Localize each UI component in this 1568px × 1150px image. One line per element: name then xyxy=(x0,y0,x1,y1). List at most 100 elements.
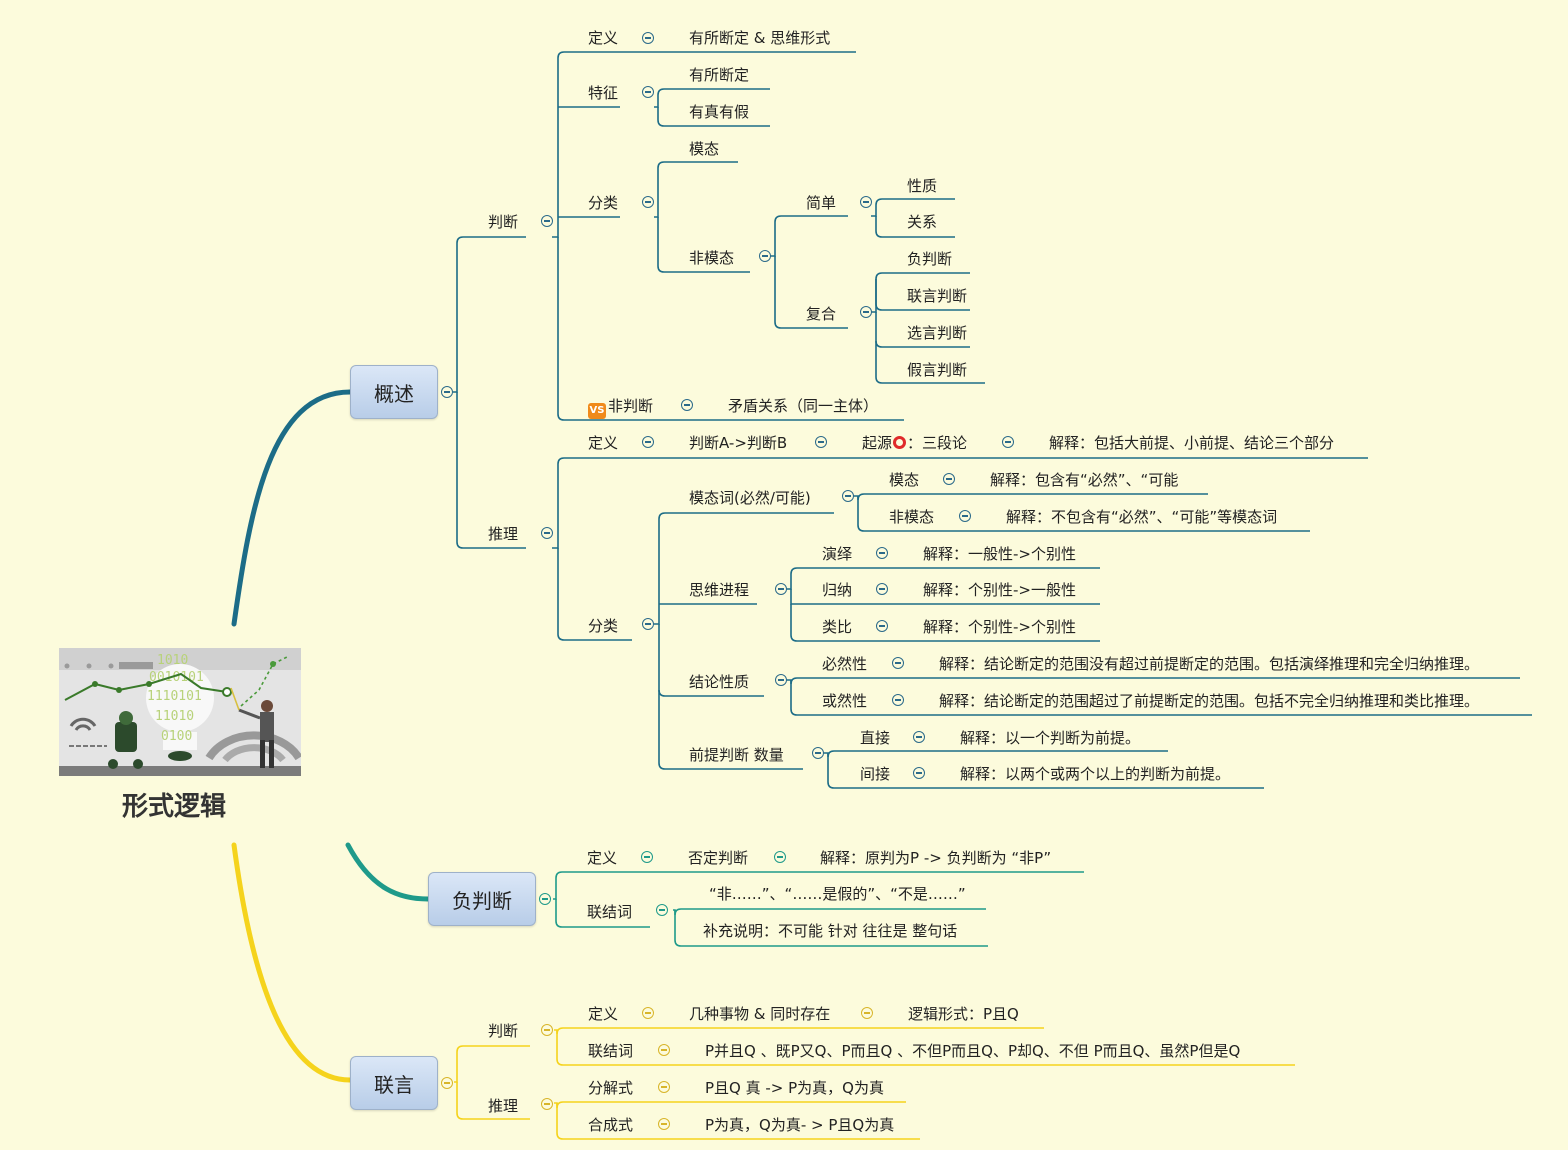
collapse-inference-definition-value-icon[interactable] xyxy=(815,436,827,448)
compound-item[interactable]: 假言判断 xyxy=(907,361,968,379)
collapse-conclusion-nature-icon[interactable] xyxy=(775,674,787,686)
collapse-thinking-item-icon[interactable] xyxy=(876,583,888,595)
collapse-inference-definition-icon[interactable] xyxy=(642,436,654,448)
conjunction-definition-value[interactable]: 几种事物 & 同时存在 xyxy=(689,1005,831,1023)
collapse-premise-item-icon[interactable] xyxy=(913,731,925,743)
modal-words-non-modal[interactable]: 非模态 xyxy=(889,508,935,526)
collapse-conjunction-inference-icon[interactable] xyxy=(541,1098,553,1110)
simple-item[interactable]: 性质 xyxy=(907,177,938,195)
judgment-features-topic[interactable]: 特征 xyxy=(588,84,619,102)
negation-connective-topic[interactable]: 联结词 xyxy=(587,903,633,921)
judgment-classification-topic[interactable]: 分类 xyxy=(588,194,619,212)
premise-count-explanation[interactable]: 解释：以一个判断为前提。 xyxy=(960,729,1141,747)
compound-item[interactable]: 负判断 xyxy=(907,250,953,268)
collapse-origin-icon[interactable] xyxy=(1002,436,1014,448)
judgment-feature-item[interactable]: 有真有假 xyxy=(689,103,750,121)
conjunction-connective-value[interactable]: P并且Q 、既P又Q、P而且Q 、不但P而且Q、P却Q、不但 P而且Q、虽然P但… xyxy=(705,1042,1241,1060)
conjunction-connective-topic[interactable]: 联结词 xyxy=(588,1042,634,1060)
collapse-negation-definition-icon[interactable] xyxy=(641,851,653,863)
non-modal-compound-topic[interactable]: 复合 xyxy=(806,305,837,323)
simple-item[interactable]: 关系 xyxy=(907,213,938,231)
collapse-conclusion-item-icon[interactable] xyxy=(892,657,904,669)
collapse-premise-count-icon[interactable] xyxy=(812,747,824,759)
collapse-composition-icon[interactable] xyxy=(658,1118,670,1130)
conjunction-definition-topic[interactable]: 定义 xyxy=(588,1005,619,1023)
collapse-non-modal-icon[interactable] xyxy=(759,250,771,262)
conjunction-composition-topic[interactable]: 合成式 xyxy=(588,1116,634,1134)
conjunction-logic-form[interactable]: 逻辑形式：P且Q xyxy=(908,1005,1019,1023)
collapse-conjunction-icon[interactable] xyxy=(441,1077,453,1089)
overview-judgment-topic[interactable]: 判断 xyxy=(488,213,519,231)
overview-inference-topic[interactable]: 推理 xyxy=(488,525,519,543)
compound-item[interactable]: 选言判断 xyxy=(907,324,968,342)
conclusion-nature-item[interactable]: 或然性 xyxy=(822,692,868,710)
branch-negation-node[interactable]: 负判断 xyxy=(428,872,536,926)
collapse-modal-words-icon[interactable] xyxy=(842,490,854,502)
origin-explanation[interactable]: 解释：包括大前提、小前提、结论三个部分 xyxy=(1049,434,1335,452)
collapse-thinking-item-icon[interactable] xyxy=(876,620,888,632)
conjunction-composition-value[interactable]: P为真，Q为真- > P且Q为真 xyxy=(705,1116,895,1134)
thinking-process-explanation[interactable]: 解释：个别性->一般性 xyxy=(923,581,1076,599)
negation-connective-item[interactable]: “非……”、“……是假的”、“不是……” xyxy=(709,885,966,903)
thinking-process-item[interactable]: 类比 xyxy=(822,618,853,636)
judgment-feature-item[interactable]: 有所断定 xyxy=(689,66,750,84)
premise-count-explanation[interactable]: 解释：以两个或两个以上的判断为前提。 xyxy=(960,765,1231,783)
modal-words-modal[interactable]: 模态 xyxy=(889,471,920,489)
conclusion-nature-explanation[interactable]: 解释：结论断定的范围没有超过前提断定的范围。包括演绎推理和完全归纳推理。 xyxy=(939,655,1480,673)
collapse-conjunction-judgment-icon[interactable] xyxy=(541,1024,553,1036)
collapse-judgment-features-icon[interactable] xyxy=(642,86,654,98)
premise-count-item[interactable]: 间接 xyxy=(860,765,891,783)
collapse-conjunction-definition-icon[interactable] xyxy=(642,1007,654,1019)
conjunction-judgment-topic[interactable]: 判断 xyxy=(488,1022,519,1040)
collapse-inference-classification-icon[interactable] xyxy=(642,618,654,630)
inference-definition-value[interactable]: 判断A->判断B xyxy=(689,434,788,452)
thinking-process-item[interactable]: 演绎 xyxy=(822,545,853,563)
collapse-negation-value-icon[interactable] xyxy=(774,851,786,863)
collapse-non-judgment-icon[interactable] xyxy=(681,399,693,411)
thinking-process-topic[interactable]: 思维进程 xyxy=(689,581,750,599)
compound-item[interactable]: 联言判断 xyxy=(907,287,968,305)
collapse-negation-connective-icon[interactable] xyxy=(656,904,668,916)
non-modal-simple-topic[interactable]: 简单 xyxy=(806,194,837,212)
conjunction-decomposition-topic[interactable]: 分解式 xyxy=(588,1079,634,1097)
judgment-definition-topic[interactable]: 定义 xyxy=(588,29,619,47)
classification-non-modal-topic[interactable]: 非模态 xyxy=(689,249,735,267)
negation-definition-value[interactable]: 否定判断 xyxy=(688,849,749,867)
negation-definition-explanation[interactable]: 解释：原判为P -> 负判断为 “非P” xyxy=(820,849,1052,867)
modal-words-modal-explanation[interactable]: 解释：包含有“必然”、“可能 xyxy=(990,471,1179,489)
non-judgment-value[interactable]: 矛盾关系（同一主体） xyxy=(728,397,879,415)
modal-words-topic[interactable]: 模态词(必然/可能) xyxy=(689,489,811,507)
collapse-compound-icon[interactable] xyxy=(860,306,872,318)
collapse-overview-icon[interactable] xyxy=(441,386,453,398)
negation-definition-topic[interactable]: 定义 xyxy=(587,849,618,867)
collapse-judgment-classification-icon[interactable] xyxy=(642,196,654,208)
collapse-negation-icon[interactable] xyxy=(539,893,551,905)
collapse-overview-judgment-icon[interactable] xyxy=(541,215,553,227)
thinking-process-explanation[interactable]: 解释：一般性->个别性 xyxy=(923,545,1076,563)
collapse-conclusion-item-icon[interactable] xyxy=(892,694,904,706)
classification-modal-topic[interactable]: 模态 xyxy=(689,140,720,158)
inference-origin-topic[interactable]: 起源：三段论 xyxy=(862,434,967,452)
judgment-definition-value[interactable]: 有所断定 & 思维形式 xyxy=(689,29,831,47)
collapse-conjunction-definition-value-icon[interactable] xyxy=(861,1007,873,1019)
collapse-overview-inference-icon[interactable] xyxy=(541,527,553,539)
branch-conjunction-node[interactable]: 联言 xyxy=(350,1056,438,1110)
premise-count-item[interactable]: 直接 xyxy=(860,729,891,747)
thinking-process-explanation[interactable]: 解释：个别性->个别性 xyxy=(923,618,1076,636)
collapse-decomposition-icon[interactable] xyxy=(658,1081,670,1093)
modal-words-non-modal-explanation[interactable]: 解释：不包含有“必然”、“可能”等模态词 xyxy=(1006,508,1278,526)
thinking-process-item[interactable]: 归纳 xyxy=(822,581,853,599)
collapse-conjunction-connective-icon[interactable] xyxy=(658,1044,670,1056)
conjunction-decomposition-value[interactable]: P且Q 真 -> P为真，Q为真 xyxy=(705,1079,884,1097)
negation-connective-item[interactable]: 补充说明：不可能 针对 往往是 整句话 xyxy=(703,922,958,940)
inference-classification-topic[interactable]: 分类 xyxy=(588,617,619,635)
collapse-thinking-item-icon[interactable] xyxy=(876,547,888,559)
collapse-modal-words-modal-icon[interactable] xyxy=(943,473,955,485)
collapse-judgment-definition-icon[interactable] xyxy=(642,32,654,44)
collapse-modal-words-non-modal-icon[interactable] xyxy=(959,510,971,522)
conclusion-nature-explanation[interactable]: 解释：结论断定的范围超过了前提断定的范围。包括不完全归纳推理和类比推理。 xyxy=(939,692,1480,710)
collapse-premise-item-icon[interactable] xyxy=(913,767,925,779)
central-topic-title[interactable]: 形式逻辑 xyxy=(122,792,227,822)
conclusion-nature-item[interactable]: 必然性 xyxy=(822,655,868,673)
